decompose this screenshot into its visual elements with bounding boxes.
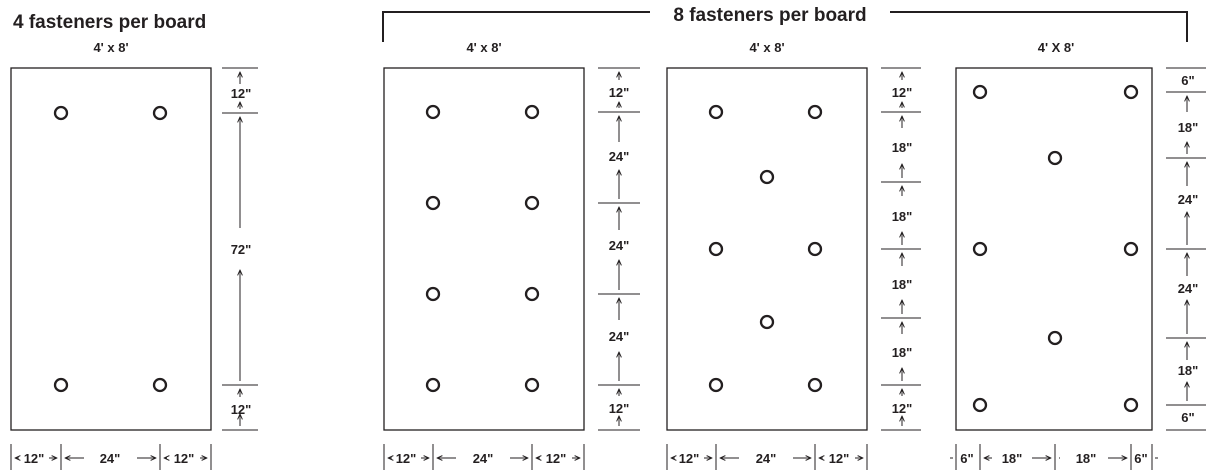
board-outline <box>10 67 212 431</box>
horizontal-dimensions <box>10 444 212 470</box>
fastener-hole <box>425 377 441 393</box>
fastener-hole <box>1047 150 1063 166</box>
horizontal-dim-label: 24" <box>756 451 777 466</box>
vertical-dim-label: 6" <box>1181 410 1194 425</box>
fastener-hole <box>425 195 441 211</box>
fastener-hole <box>152 105 168 121</box>
vertical-dim-label: 24" <box>609 238 630 253</box>
fastener-hole <box>53 377 69 393</box>
horizontal-dimensions <box>666 444 868 470</box>
vertical-dim-label: 18" <box>892 209 913 224</box>
vertical-dim-label: 24" <box>1178 281 1199 296</box>
board-4: 4' X 8' 6" 18" 24" 24" <box>950 40 1206 470</box>
board-outline <box>666 67 868 431</box>
fastener-hole <box>972 241 988 257</box>
fastener-hole <box>1123 397 1139 413</box>
fastener-hole <box>524 195 540 211</box>
horizontal-dimensions <box>950 444 1158 470</box>
right-group-title: 8 fasteners per board <box>673 5 866 26</box>
horizontal-dimensions <box>383 444 585 470</box>
horizontal-dim-label: 12" <box>24 451 45 466</box>
horizontal-dim-label: 6" <box>1134 451 1147 466</box>
fastener-hole <box>524 377 540 393</box>
vertical-dim-label: 12" <box>609 401 630 416</box>
board-size-label: 4' x 8' <box>749 40 784 55</box>
fastener-hole <box>425 286 441 302</box>
board-size-label: 4' X 8' <box>1038 40 1075 55</box>
vertical-dim-label: 6" <box>1181 73 1194 88</box>
fastener-hole <box>759 169 775 185</box>
board-outline <box>383 67 585 431</box>
vertical-dim-label: 12" <box>231 86 252 101</box>
board-outline <box>955 67 1153 431</box>
fastener-hole <box>807 241 823 257</box>
fastener-hole <box>972 84 988 100</box>
fastener-hole <box>807 104 823 120</box>
fastener-hole <box>425 104 441 120</box>
board-1: 4' x 8' 12" 72" 12" <box>10 40 258 470</box>
left-group-title: 4 fasteners per board <box>13 12 206 33</box>
vertical-dimensions <box>222 67 258 431</box>
vertical-dim-label: 18" <box>892 277 913 292</box>
board-size-label: 4' x 8' <box>466 40 501 55</box>
fastener-hole <box>1123 241 1139 257</box>
vertical-dim-label: 12" <box>609 85 630 100</box>
fastener-hole <box>1123 84 1139 100</box>
vertical-dim-label: 24" <box>609 329 630 344</box>
fastener-hole <box>759 314 775 330</box>
fastener-hole <box>708 241 724 257</box>
vertical-dim-label: 18" <box>892 140 913 155</box>
fastener-hole <box>708 377 724 393</box>
vertical-dim-label: 18" <box>1178 120 1199 135</box>
fastener-hole <box>152 377 168 393</box>
horizontal-dim-label: 18" <box>1076 451 1097 466</box>
vertical-dim-label: 18" <box>892 345 913 360</box>
vertical-dim-label: 18" <box>1178 363 1199 378</box>
fastener-hole <box>972 397 988 413</box>
board-3: 4' x 8' <box>666 40 921 470</box>
horizontal-dim-label: 12" <box>679 451 700 466</box>
horizontal-dim-label: 6" <box>960 451 973 466</box>
vertical-dimensions <box>881 67 921 431</box>
horizontal-dim-label: 24" <box>473 451 494 466</box>
horizontal-dim-label: 18" <box>1002 451 1023 466</box>
fastener-hole <box>807 377 823 393</box>
board-size-label: 4' x 8' <box>93 40 128 55</box>
horizontal-dim-label: 12" <box>546 451 567 466</box>
vertical-dimensions <box>598 67 640 431</box>
fastener-hole <box>53 105 69 121</box>
vertical-dimensions <box>1166 67 1206 431</box>
fastener-hole <box>524 104 540 120</box>
vertical-dim-label: 24" <box>1178 192 1199 207</box>
horizontal-dim-label: 12" <box>396 451 417 466</box>
fastener-hole <box>1047 330 1063 346</box>
vertical-dim-label: 24" <box>609 149 630 164</box>
horizontal-dim-label: 12" <box>174 451 195 466</box>
horizontal-dim-label: 12" <box>829 451 850 466</box>
vertical-dim-label: 12" <box>892 401 913 416</box>
fastener-hole <box>708 104 724 120</box>
vertical-dim-label: 12" <box>892 85 913 100</box>
horizontal-dim-label: 24" <box>100 451 121 466</box>
group-bracket <box>382 11 1188 42</box>
vertical-dim-label: 72" <box>231 242 252 257</box>
fastener-hole <box>524 286 540 302</box>
vertical-dim-label: 12" <box>231 402 252 417</box>
board-2: 4' x 8' 12" 24" 24" <box>383 40 640 470</box>
